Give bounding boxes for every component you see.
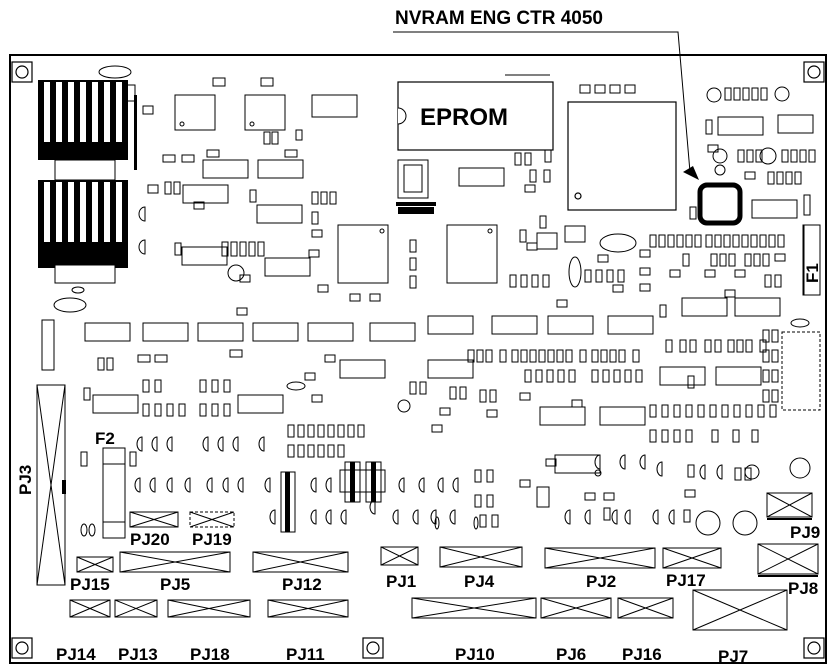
nvram-callout-leader: [393, 31, 691, 173]
connector-pj1: [380, 546, 419, 566]
connector-pj17-label: PJ17: [666, 571, 706, 590]
fuse-f1: [802, 224, 821, 296]
connector-pj6: [540, 597, 612, 619]
connector-pj1-label: PJ1: [386, 572, 416, 591]
main-processor-chip: [567, 101, 677, 211]
connector-pj13: [114, 599, 158, 618]
connector-pj14: [69, 599, 111, 618]
connector-pj10: [411, 597, 537, 619]
connector-blocks: [69, 492, 819, 631]
connector-pj5: [119, 551, 231, 573]
connector-pj3: [36, 384, 66, 586]
connector-pj8-label: PJ8: [788, 579, 818, 598]
connector-pj4-label: PJ4: [464, 572, 495, 591]
connector-pj6-label: PJ6: [556, 645, 586, 664]
connector-pj12-label: PJ12: [282, 575, 322, 594]
fuse-f2: [102, 447, 126, 539]
connector-pj18: [167, 599, 251, 618]
connector-pj3-label: PJ3: [16, 465, 35, 495]
connector-pj14-label: PJ14: [56, 645, 96, 664]
eprom-label: EPROM: [420, 104, 508, 131]
connector-pj8: [757, 543, 819, 575]
connector-pj2: [544, 547, 656, 569]
nvram-callout-arrowhead: [683, 166, 699, 180]
ic-packages: [84, 94, 798, 474]
connector-pj5-label: PJ5: [160, 575, 190, 594]
nvram-callout-text: NVRAM ENG CTR 4050: [395, 8, 603, 29]
connector-pj11-label: PJ11: [286, 645, 325, 664]
connector-pj17: [662, 547, 722, 569]
connector-pj19-label: PJ19: [192, 530, 232, 549]
connector-pj19: [189, 511, 235, 528]
connector-pj2-label: PJ2: [586, 572, 616, 591]
connector-pj15: [76, 556, 114, 573]
tantalum-capacitors: [134, 206, 723, 525]
connector-pj4: [439, 546, 523, 568]
connector-labels: PJ20 PJ19 PJ15 PJ5 PJ12 PJ1 PJ4 PJ2 PJ17…: [56, 523, 820, 666]
center-relays: [339, 461, 386, 503]
round-components: [53, 65, 811, 536]
connector-pj18-label: PJ18: [190, 645, 230, 664]
nvram-chip: [697, 182, 743, 226]
connector-pj9: [766, 492, 813, 518]
connector-pj9-label: PJ9: [790, 523, 820, 542]
connector-pj20-label: PJ20: [130, 530, 170, 549]
connector-pj20: [129, 511, 179, 528]
mounting-holes: [11, 61, 825, 659]
connector-pj15-label: PJ15: [70, 575, 110, 594]
connector-pj12: [252, 551, 349, 573]
eprom-chip: [397, 81, 554, 151]
connector-pj13-label: PJ13: [118, 645, 158, 664]
fuse-f1-label: F1: [803, 263, 822, 283]
passive-components: [80, 77, 816, 528]
connector-pj16: [617, 597, 674, 619]
fuse-f2-label: F2: [95, 429, 115, 448]
connector-pj16-label: PJ16: [622, 645, 662, 664]
connector-pj7: [692, 589, 788, 631]
connector-pj10-label: PJ10: [455, 645, 495, 664]
board-outline: [9, 54, 827, 664]
connector-pj7-label: PJ7: [718, 647, 748, 666]
connector-pj11: [267, 599, 349, 618]
